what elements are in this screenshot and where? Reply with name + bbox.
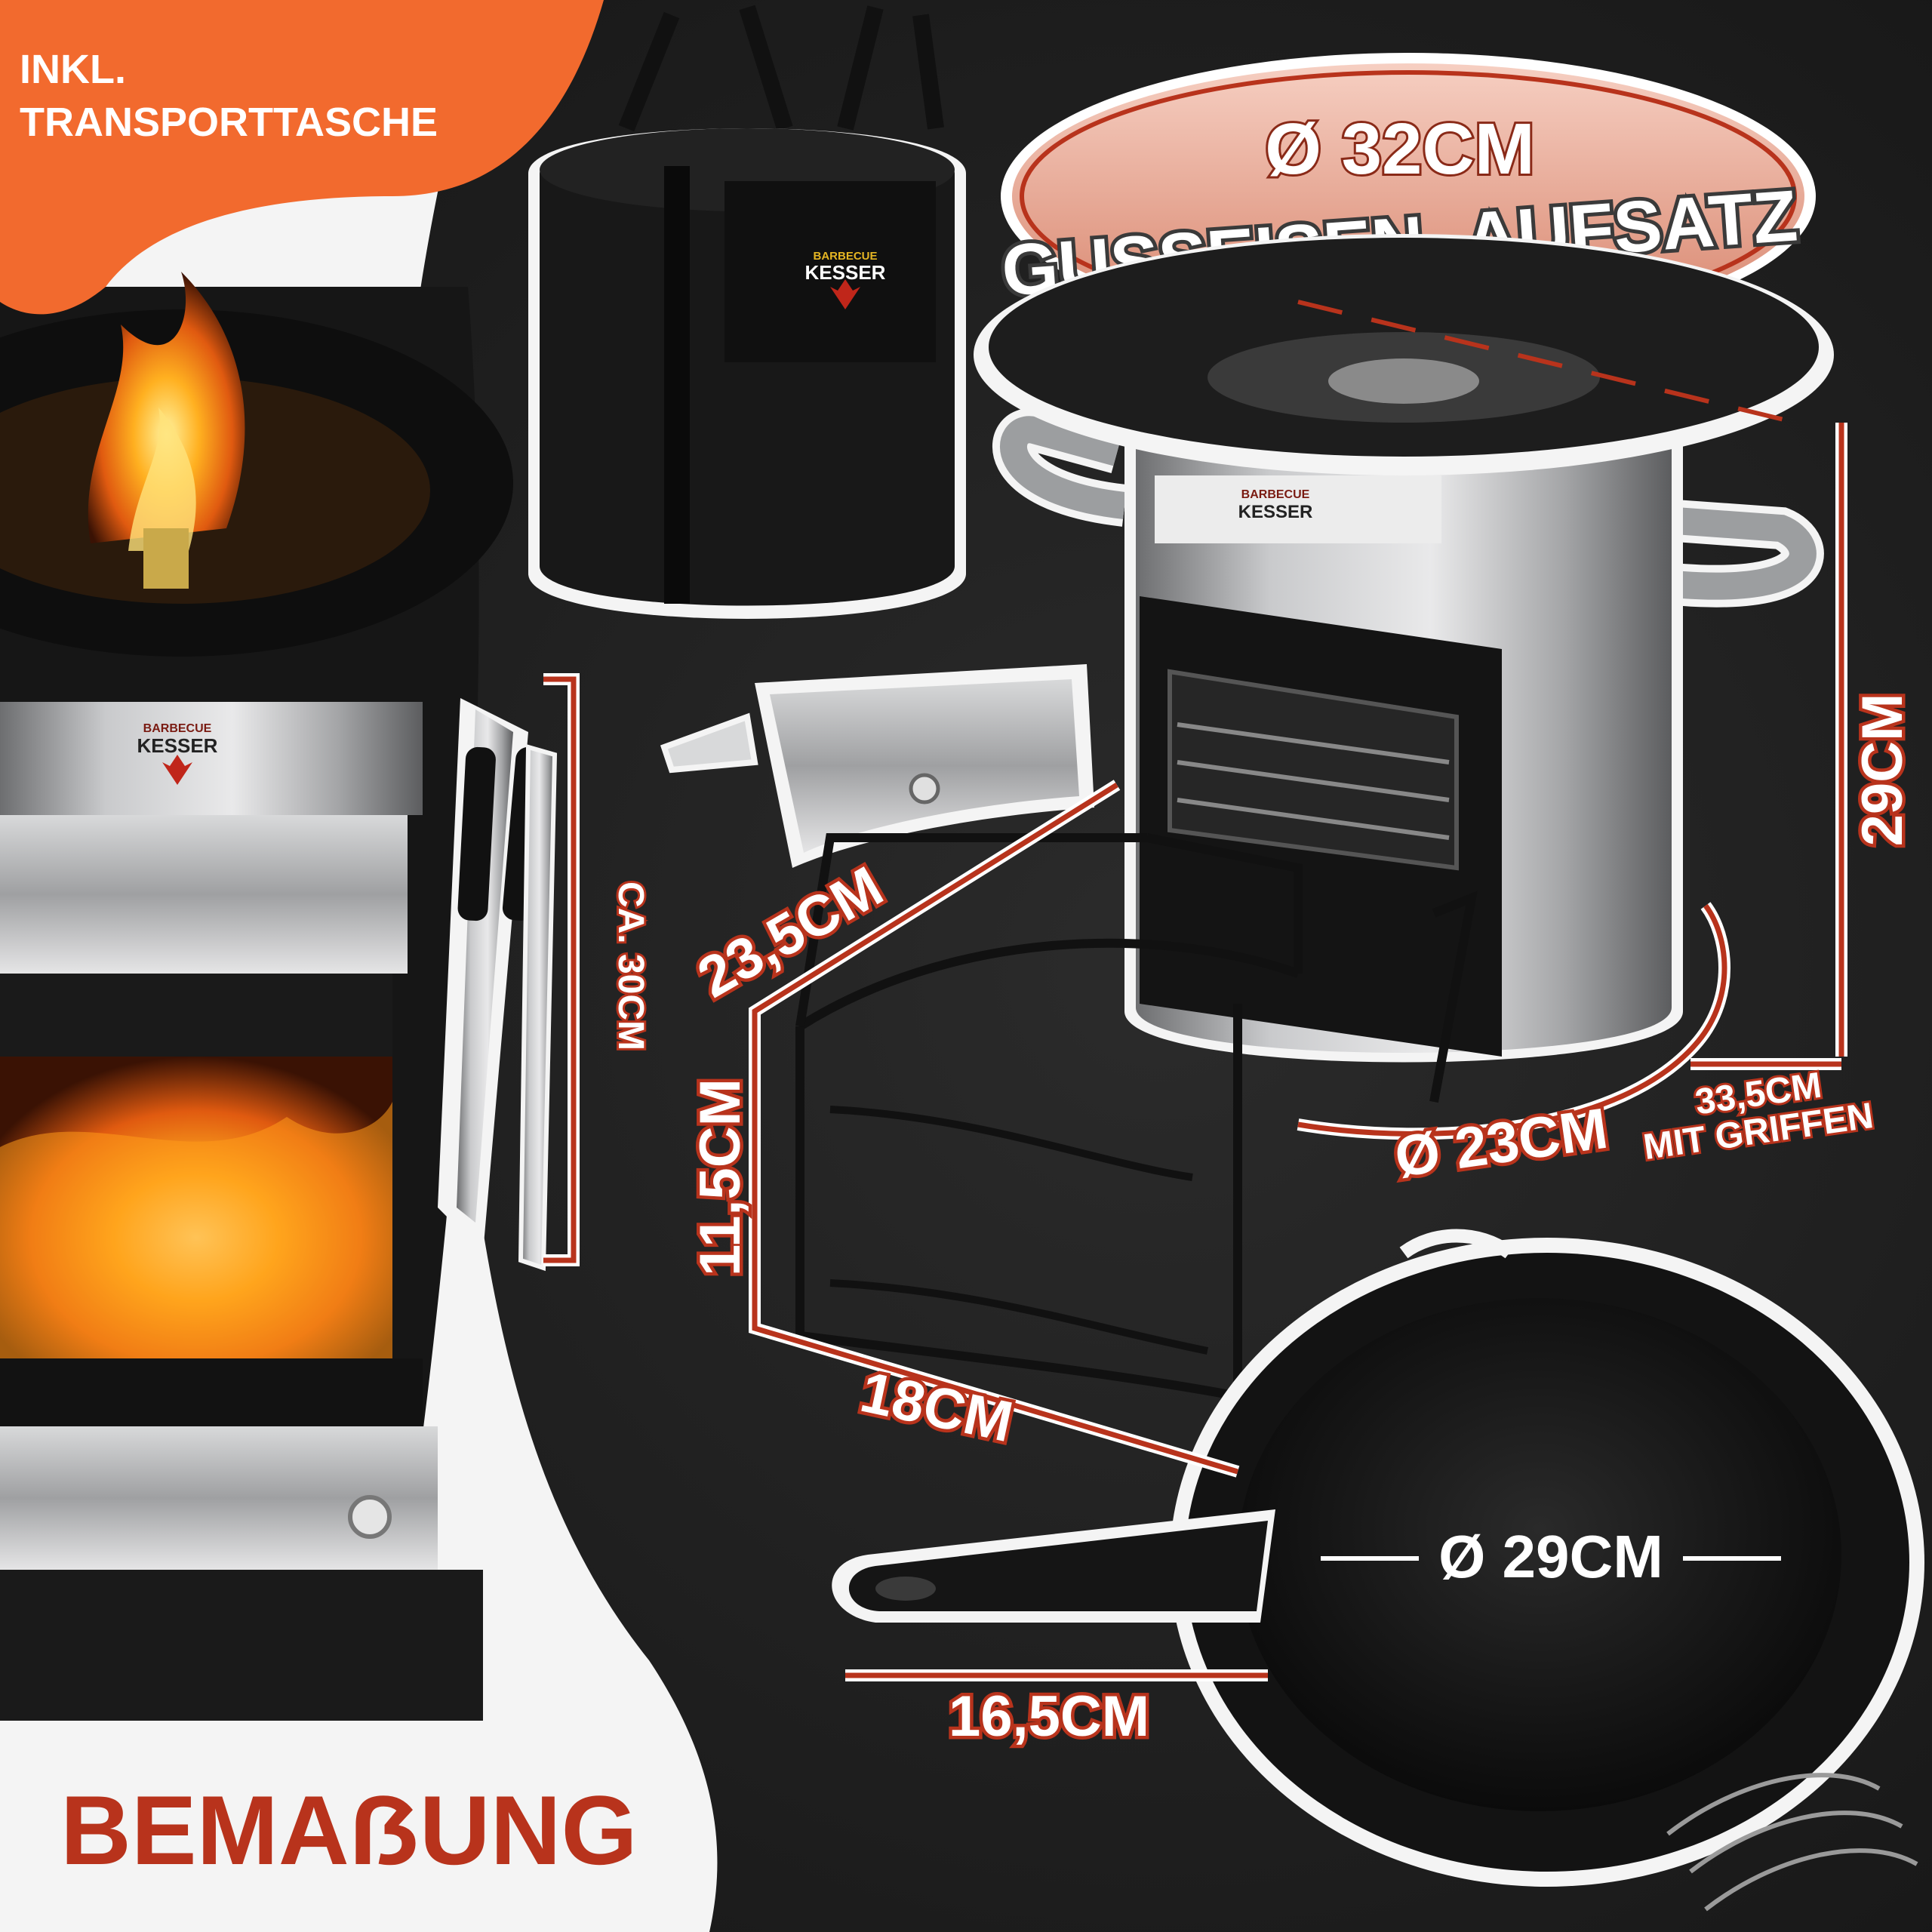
pot-support-rack	[795, 833, 1478, 1401]
closeup-stove-image	[0, 272, 513, 1721]
badge-line2: TRANSPORTTASCHE	[20, 100, 438, 145]
stove-logo-subtitle: BARBECUE	[1241, 488, 1310, 501]
headline-diameter: Ø 32CM	[1265, 109, 1534, 189]
badge-line1: INKL.	[20, 47, 126, 92]
transport-bag: BARBECUE KESSER	[528, 5, 966, 619]
label-rack-height: 11,5CM	[688, 1078, 752, 1276]
kesser-logo: BARBECUE KESSER	[137, 722, 218, 785]
section-label: BEMAẞUNG	[60, 1775, 638, 1885]
label-tongs-length: CA. 30CM	[611, 881, 651, 1051]
grill-tongs	[438, 698, 558, 1272]
rocket-stove: BARBECUE KESSER	[660, 234, 1834, 1063]
label-pan-handle: 16,5CM	[949, 1684, 1149, 1749]
bag-logo-subtitle: BARBECUE	[813, 250, 877, 263]
label-pan-diameter: Ø 29CM	[1438, 1523, 1663, 1590]
dimension-lines	[543, 300, 1847, 1681]
label-stove-height: 29CM	[1850, 694, 1915, 847]
transport-bag-badge	[0, 0, 604, 315]
logo-subtitle: BARBECUE	[143, 722, 212, 735]
stove-logo-name: KESSER	[1238, 502, 1313, 522]
sausage-doodle	[1666, 1773, 1918, 1912]
cast-iron-pan	[832, 1229, 1924, 1887]
logo-name: KESSER	[137, 734, 218, 757]
